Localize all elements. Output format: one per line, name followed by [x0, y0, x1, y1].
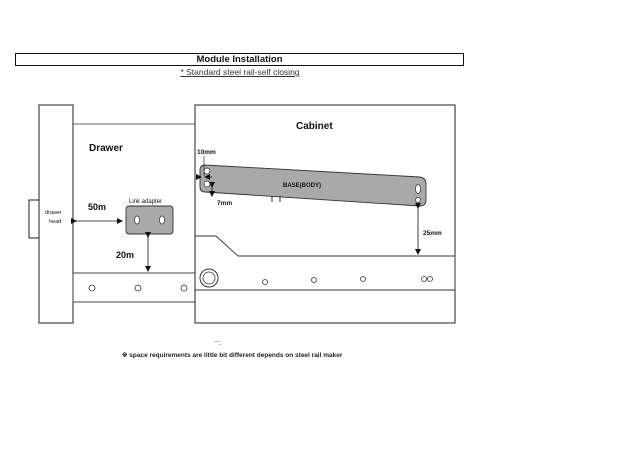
drawer-rail-hole — [88, 284, 96, 292]
scan-mark — [218, 343, 222, 346]
link-adapter-label: Link adapter — [129, 199, 162, 205]
roller-wheel-inner — [202, 271, 216, 285]
scan-mark — [213, 340, 221, 343]
page-title: Module Installation — [196, 54, 283, 65]
cabinet-rail-hole — [360, 276, 366, 282]
dim-50-label: 50m — [88, 202, 106, 212]
base-body-label: BASE(BODY) — [283, 183, 321, 189]
base-hole — [415, 184, 421, 194]
title-box: Module Installation — [15, 53, 464, 66]
dim-25-label: 25mm — [423, 230, 442, 237]
drawer-rail-hole — [180, 284, 188, 292]
drawer-rail-hole — [134, 284, 142, 292]
drawer-head-panel — [38, 104, 74, 324]
cabinet-rail-hole — [311, 277, 317, 283]
cabinet-label: Cabinet — [296, 121, 333, 132]
drawer-head-label-2: head — [49, 219, 61, 225]
cabinet-rail-hole — [427, 276, 433, 282]
link-adapter-hole — [159, 215, 165, 225]
base-hole — [415, 197, 421, 203]
base-hole — [203, 167, 211, 175]
cabinet-rail-hole — [421, 276, 427, 282]
link-adapter — [125, 205, 174, 235]
drawer-head-knob — [28, 199, 40, 239]
link-adapter-hole — [134, 215, 140, 225]
drawer-label: Drawer — [89, 143, 123, 154]
base-hole — [203, 180, 211, 188]
dim-20-label: 20m — [116, 250, 134, 260]
dim-10-label: 10mm — [197, 149, 216, 156]
drawer-head-label-1: drawer — [45, 210, 62, 216]
dim-7-label: 7mm — [217, 200, 232, 207]
cabinet-rail-hole — [262, 279, 268, 285]
subtitle: * Standard steel rail-self closing — [180, 67, 300, 77]
cabinet-rail — [195, 235, 456, 291]
cabinet-panel — [194, 104, 456, 324]
footnote: ※ space requirements are little bit diff… — [122, 352, 343, 359]
